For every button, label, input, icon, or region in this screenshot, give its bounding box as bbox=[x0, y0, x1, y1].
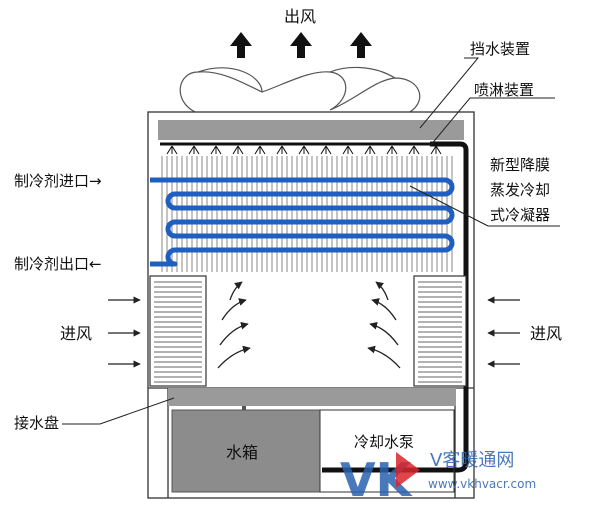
spray-nozzle-jet bbox=[413, 145, 420, 155]
spray-nozzle-jet bbox=[303, 145, 310, 155]
air-out-arrows bbox=[230, 32, 372, 58]
spray-nozzle-jet bbox=[325, 145, 332, 155]
water-tank-label: 水箱 bbox=[226, 443, 258, 462]
falling-film-lines bbox=[161, 156, 453, 272]
water-tray bbox=[168, 388, 456, 406]
spray-device-label: 喷淋装置 bbox=[474, 81, 534, 99]
spray-nozzle-jet bbox=[259, 145, 266, 155]
spray-nozzle-jet bbox=[298, 145, 305, 155]
cooling-pump-label: 冷却水泵 bbox=[354, 433, 414, 451]
watermark-logo: VK V客暖通网 www.vkhvacr.com bbox=[340, 450, 536, 507]
air-in-right-label: 进风 bbox=[530, 324, 562, 343]
spray-nozzle-jet bbox=[232, 145, 239, 155]
spray-nozzle-jet bbox=[188, 145, 195, 155]
inner-airflow-arrows bbox=[217, 281, 401, 369]
condenser-label-line3: 式冷凝器 bbox=[490, 206, 550, 224]
spray-nozzle-jet bbox=[215, 145, 222, 155]
air-out-arrow-icon bbox=[290, 32, 312, 58]
spray-nozzle-jet bbox=[237, 145, 244, 155]
spray-nozzle-jet bbox=[386, 145, 393, 155]
fan-hood bbox=[179, 66, 421, 113]
leader-lines bbox=[62, 57, 560, 425]
spray-nozzle-jet bbox=[430, 145, 437, 155]
spray-nozzle-jet bbox=[342, 145, 349, 155]
refrigerant-inlet-label: 制冷剂进口→ bbox=[14, 172, 102, 190]
spray-nozzle-jet bbox=[435, 145, 442, 155]
spray-nozzle-jet bbox=[320, 145, 327, 155]
spray-nozzle-jet bbox=[166, 145, 173, 155]
water-tray-label: 接水盘 bbox=[14, 414, 59, 432]
drift-eliminator bbox=[158, 120, 464, 140]
spray-nozzle-jet bbox=[364, 145, 371, 155]
air-in-left-label: 进风 bbox=[60, 324, 92, 343]
logo-play-icon bbox=[396, 452, 420, 488]
spray-nozzle-jet bbox=[369, 145, 376, 155]
watermark-brand: V客暖通网 bbox=[430, 450, 514, 471]
spray-nozzle-jet bbox=[347, 145, 354, 155]
spray-nozzle-jet bbox=[391, 145, 398, 155]
right-inlet-arrows bbox=[487, 296, 520, 368]
watermark-url: www.vkhvacr.com bbox=[428, 477, 536, 491]
right-air-inlet-louver bbox=[413, 275, 467, 387]
condenser-label-line2: 蒸发冷却 bbox=[490, 181, 550, 199]
spray-nozzle-jet bbox=[171, 145, 178, 155]
spray-nozzle-jet bbox=[210, 145, 217, 155]
condenser-label-line1: 新型降膜 bbox=[490, 156, 550, 174]
air-out-arrow-icon bbox=[350, 32, 372, 58]
drift-eliminator-label: 挡水装置 bbox=[470, 40, 530, 58]
spray-nozzle-jet bbox=[408, 145, 415, 155]
air-out-arrow-icon bbox=[230, 32, 252, 58]
spray-nozzle-jet bbox=[281, 145, 288, 155]
left-air-inlet-louver bbox=[149, 275, 207, 387]
refrigerant-outlet-label: 制冷剂出口← bbox=[14, 255, 102, 273]
spray-nozzle-jet bbox=[276, 145, 283, 155]
spray-nozzle-jet bbox=[254, 145, 261, 155]
air-out-label: 出风 bbox=[284, 7, 316, 26]
pump-enclosure bbox=[319, 409, 455, 493]
spray-nozzle-jet bbox=[193, 145, 200, 155]
refrigerant-coil bbox=[150, 177, 455, 267]
left-inlet-arrows bbox=[108, 296, 141, 368]
spray-nozzles bbox=[166, 145, 442, 155]
